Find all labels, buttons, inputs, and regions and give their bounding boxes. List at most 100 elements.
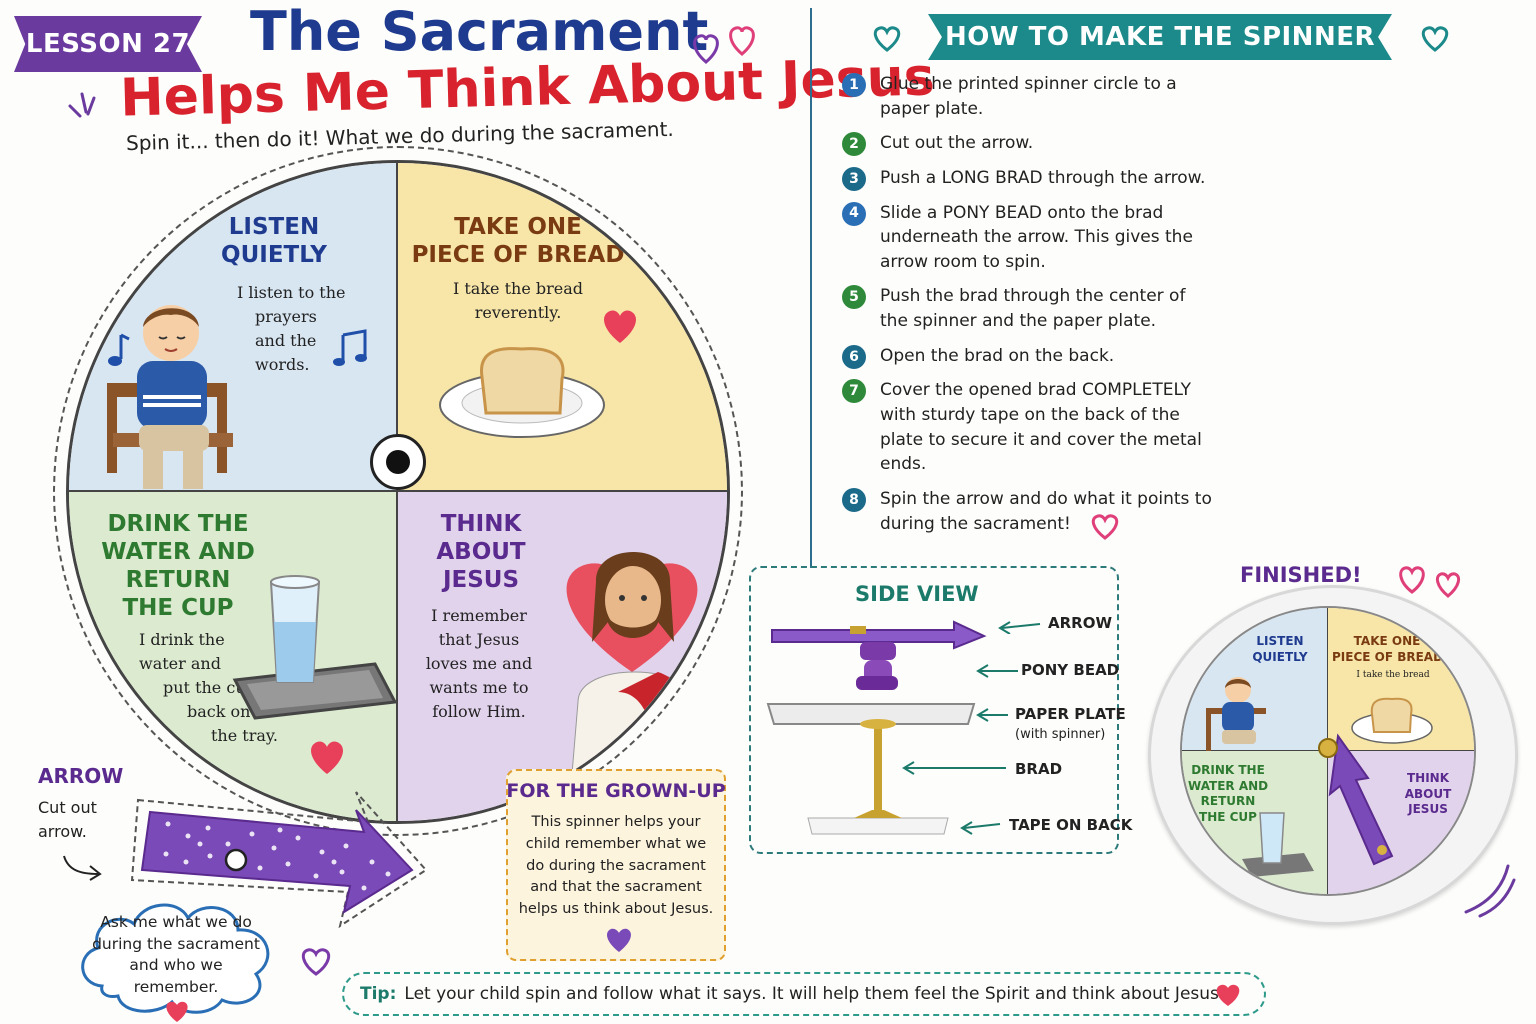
- spinner-wheel: LISTEN QUIETLY I listen to the prayers a…: [66, 160, 730, 824]
- step-text: Push a LONG BRAD through the arrow.: [880, 167, 1206, 188]
- step-number: 8: [842, 487, 866, 512]
- step-item: 5 Push the brad through the center of the…: [842, 284, 1202, 333]
- tip-bar: Tip: Let your child spin and follow what…: [342, 972, 1266, 1016]
- q4-text-line: follow Him.: [432, 702, 526, 721]
- arrow-section-text: Cut out arrow.: [38, 798, 97, 841]
- label-paper-plate: PAPER PLATE: [1015, 705, 1126, 723]
- grownup-text: This spinner helps your child remember w…: [518, 814, 714, 917]
- step-item: 1 Glue the printed spinner circle to a pa…: [842, 72, 1202, 121]
- label-with-spinner: (with spinner): [1015, 727, 1106, 742]
- step-text: Glue the printed spinner circle to a pap…: [880, 74, 1177, 119]
- arrow-cutout-icon: [130, 791, 428, 929]
- q1-title-line2: QUIETLY: [221, 242, 327, 269]
- mini-q4-title: THINK ABOUT JESUS: [1404, 771, 1452, 817]
- q3-title-line4: THE CUP: [122, 595, 234, 622]
- column-divider: [810, 8, 812, 568]
- hearts-decoration-icon: [693, 26, 755, 64]
- sparkle-lines-icon: [68, 92, 96, 118]
- q3-title-line1: DRINK THE: [107, 511, 249, 537]
- q4-text-line: wants me to: [429, 678, 529, 697]
- q2-title-line1: TAKE ONE: [454, 214, 582, 240]
- heart-outline-icon: [1091, 514, 1119, 540]
- page-title-line1: The Sacrament: [250, 0, 709, 63]
- wheel-cut-line: [53, 146, 743, 836]
- q4-title-line3: JESUS: [442, 567, 520, 594]
- finished-label: FINISHED!: [1240, 563, 1362, 587]
- label-pony-bead: PONY BEAD: [1021, 661, 1120, 679]
- q2-text-line: I take the bread: [452, 279, 584, 298]
- q4-title-line2: ABOUT: [436, 539, 526, 566]
- quadrant-think-about-jesus: THINK ABOUT JESUS I remember that Jesus …: [398, 492, 727, 821]
- step-number: 3: [842, 166, 866, 191]
- mini-q1-title: LISTEN QUIETLY: [1252, 634, 1308, 664]
- step-text: Slide a PONY BEAD onto the brad undernea…: [880, 202, 1193, 272]
- quadrant-listen-quietly: LISTEN QUIETLY I listen to the prayers a…: [69, 163, 398, 492]
- heart-icon: [607, 928, 631, 952]
- step-text: Open the brad on the back.: [880, 345, 1115, 366]
- q1-text-line: prayers: [255, 307, 317, 326]
- cloud-text: Ask me what we do during the sacrament a…: [92, 913, 260, 997]
- q3-text-line: back on: [187, 702, 251, 721]
- step-text: Cut out the arrow.: [880, 133, 1034, 154]
- motion-lines-icon: [1464, 864, 1516, 918]
- finished-spinner: LISTEN QUIETLY TAKE ONE PIECE OF BREAD I…: [1180, 606, 1476, 896]
- heart-outline-icon: [301, 948, 331, 976]
- howto-steps-list: 1 Glue the printed spinner circle to a pa…: [842, 72, 1262, 546]
- heart-outline-icon: [873, 26, 901, 52]
- step-number: 7: [842, 379, 866, 404]
- step-number: 6: [842, 344, 866, 369]
- mini-q2-title: TAKE ONE PIECE OF BREAD: [1332, 634, 1444, 664]
- q3-text-line: put the cup: [163, 678, 256, 697]
- quadrant-drink-water: DRINK THE WATER AND RETURN THE CUP I dri…: [69, 492, 398, 821]
- grownup-title: FOR THE GROWN-UP: [506, 780, 726, 802]
- bread-on-plate-icon: [1351, 697, 1433, 744]
- tip-text: Let your child spin and follow what it s…: [404, 984, 1225, 1004]
- mini-q3-title: DRINK THE WATER AND RETURN THE CUP: [1188, 763, 1269, 824]
- q3-title-line3: RETURN: [125, 567, 231, 594]
- heart-icon: [604, 310, 636, 343]
- heart-icon: [311, 741, 343, 774]
- side-view-title: SIDE VIEW: [855, 582, 979, 606]
- cup-on-tray-icon: [1242, 812, 1314, 877]
- step-number: 5: [842, 285, 866, 310]
- heart-outline-icon: [1421, 26, 1449, 52]
- music-note-icon: [108, 333, 130, 366]
- label-arrow: ARROW: [1048, 614, 1113, 632]
- page-title-line2: Helps Me Think About Jesus: [119, 47, 936, 129]
- hearts-decoration-icon: [1399, 566, 1461, 598]
- boy-sitting-icon: [107, 305, 233, 489]
- q4-text-line: that Jesus: [438, 630, 520, 649]
- grownup-box: [506, 769, 726, 961]
- finished-arrow-icon: [1318, 733, 1394, 866]
- step-item: 3 Push a LONG BRAD through the arrow.: [842, 166, 1262, 191]
- wheel-center-hole: [370, 434, 426, 490]
- q1-title-line1: LISTEN: [228, 214, 320, 240]
- step-text: Spin the arrow and do what it points to …: [880, 488, 1212, 534]
- spinner-side-diagram-icon: [766, 620, 987, 835]
- step-item: 8 Spin the arrow and do what it points to…: [842, 487, 1242, 536]
- label-arrow-icon: [902, 761, 1006, 775]
- label-brad: BRAD: [1015, 760, 1063, 778]
- step-item: 4 Slide a PONY BEAD onto the brad underne…: [842, 201, 1212, 275]
- step-text: Push the brad through the center of the …: [880, 286, 1186, 332]
- q1-text-line: I listen to the: [237, 283, 346, 302]
- q1-text-line: words.: [255, 355, 310, 374]
- label-arrow-icon: [976, 708, 1008, 722]
- step-number: 2: [842, 132, 866, 157]
- step-number: 1: [842, 73, 866, 97]
- boy-sitting-icon: [1206, 677, 1266, 752]
- mini-q2-text: I take the bread: [1356, 670, 1430, 680]
- arrow-section-label: ARROW: [38, 764, 124, 788]
- quadrant-take-bread: TAKE ONE PIECE OF BREAD I take the bread…: [398, 163, 727, 492]
- label-tape-on-back: TAPE ON BACK: [1009, 816, 1133, 834]
- label-arrow-icon: [960, 821, 1001, 835]
- heart-icon: [1216, 984, 1240, 1006]
- music-notes-icon: [333, 329, 367, 366]
- side-view-box: [749, 566, 1119, 854]
- step-number: 4: [842, 201, 866, 226]
- q3-title-line2: WATER AND: [101, 539, 255, 566]
- label-arrow-icon: [976, 664, 1018, 678]
- q3-text-line: water and: [139, 654, 221, 673]
- q3-text-line: the tray.: [211, 726, 278, 745]
